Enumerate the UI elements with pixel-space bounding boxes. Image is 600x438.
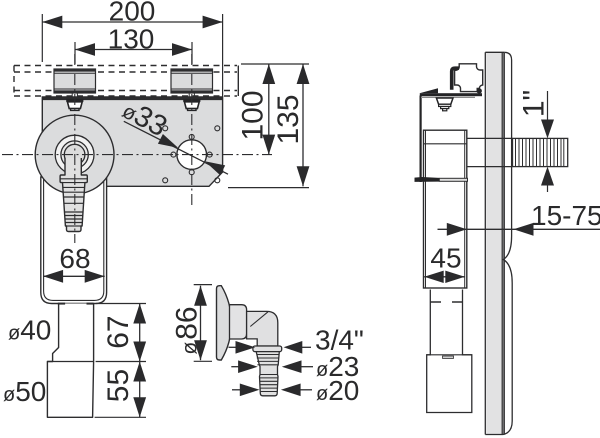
svg-text:1": 1": [517, 90, 550, 117]
svg-text:ø50: ø50: [3, 376, 46, 407]
svg-text:15-75: 15-75: [531, 200, 600, 231]
svg-text:130: 130: [108, 24, 155, 55]
svg-text:200: 200: [109, 0, 156, 27]
svg-text:100: 100: [237, 90, 270, 140]
svg-text:68: 68: [59, 243, 90, 274]
svg-text:ø86: ø86: [171, 306, 204, 354]
svg-text:3/4": 3/4": [315, 325, 364, 356]
svg-text:67: 67: [102, 315, 135, 348]
svg-text:ø40: ø40: [8, 314, 51, 345]
svg-text:55: 55: [102, 369, 135, 402]
svg-text:45: 45: [430, 243, 461, 274]
svg-text:135: 135: [272, 94, 305, 144]
